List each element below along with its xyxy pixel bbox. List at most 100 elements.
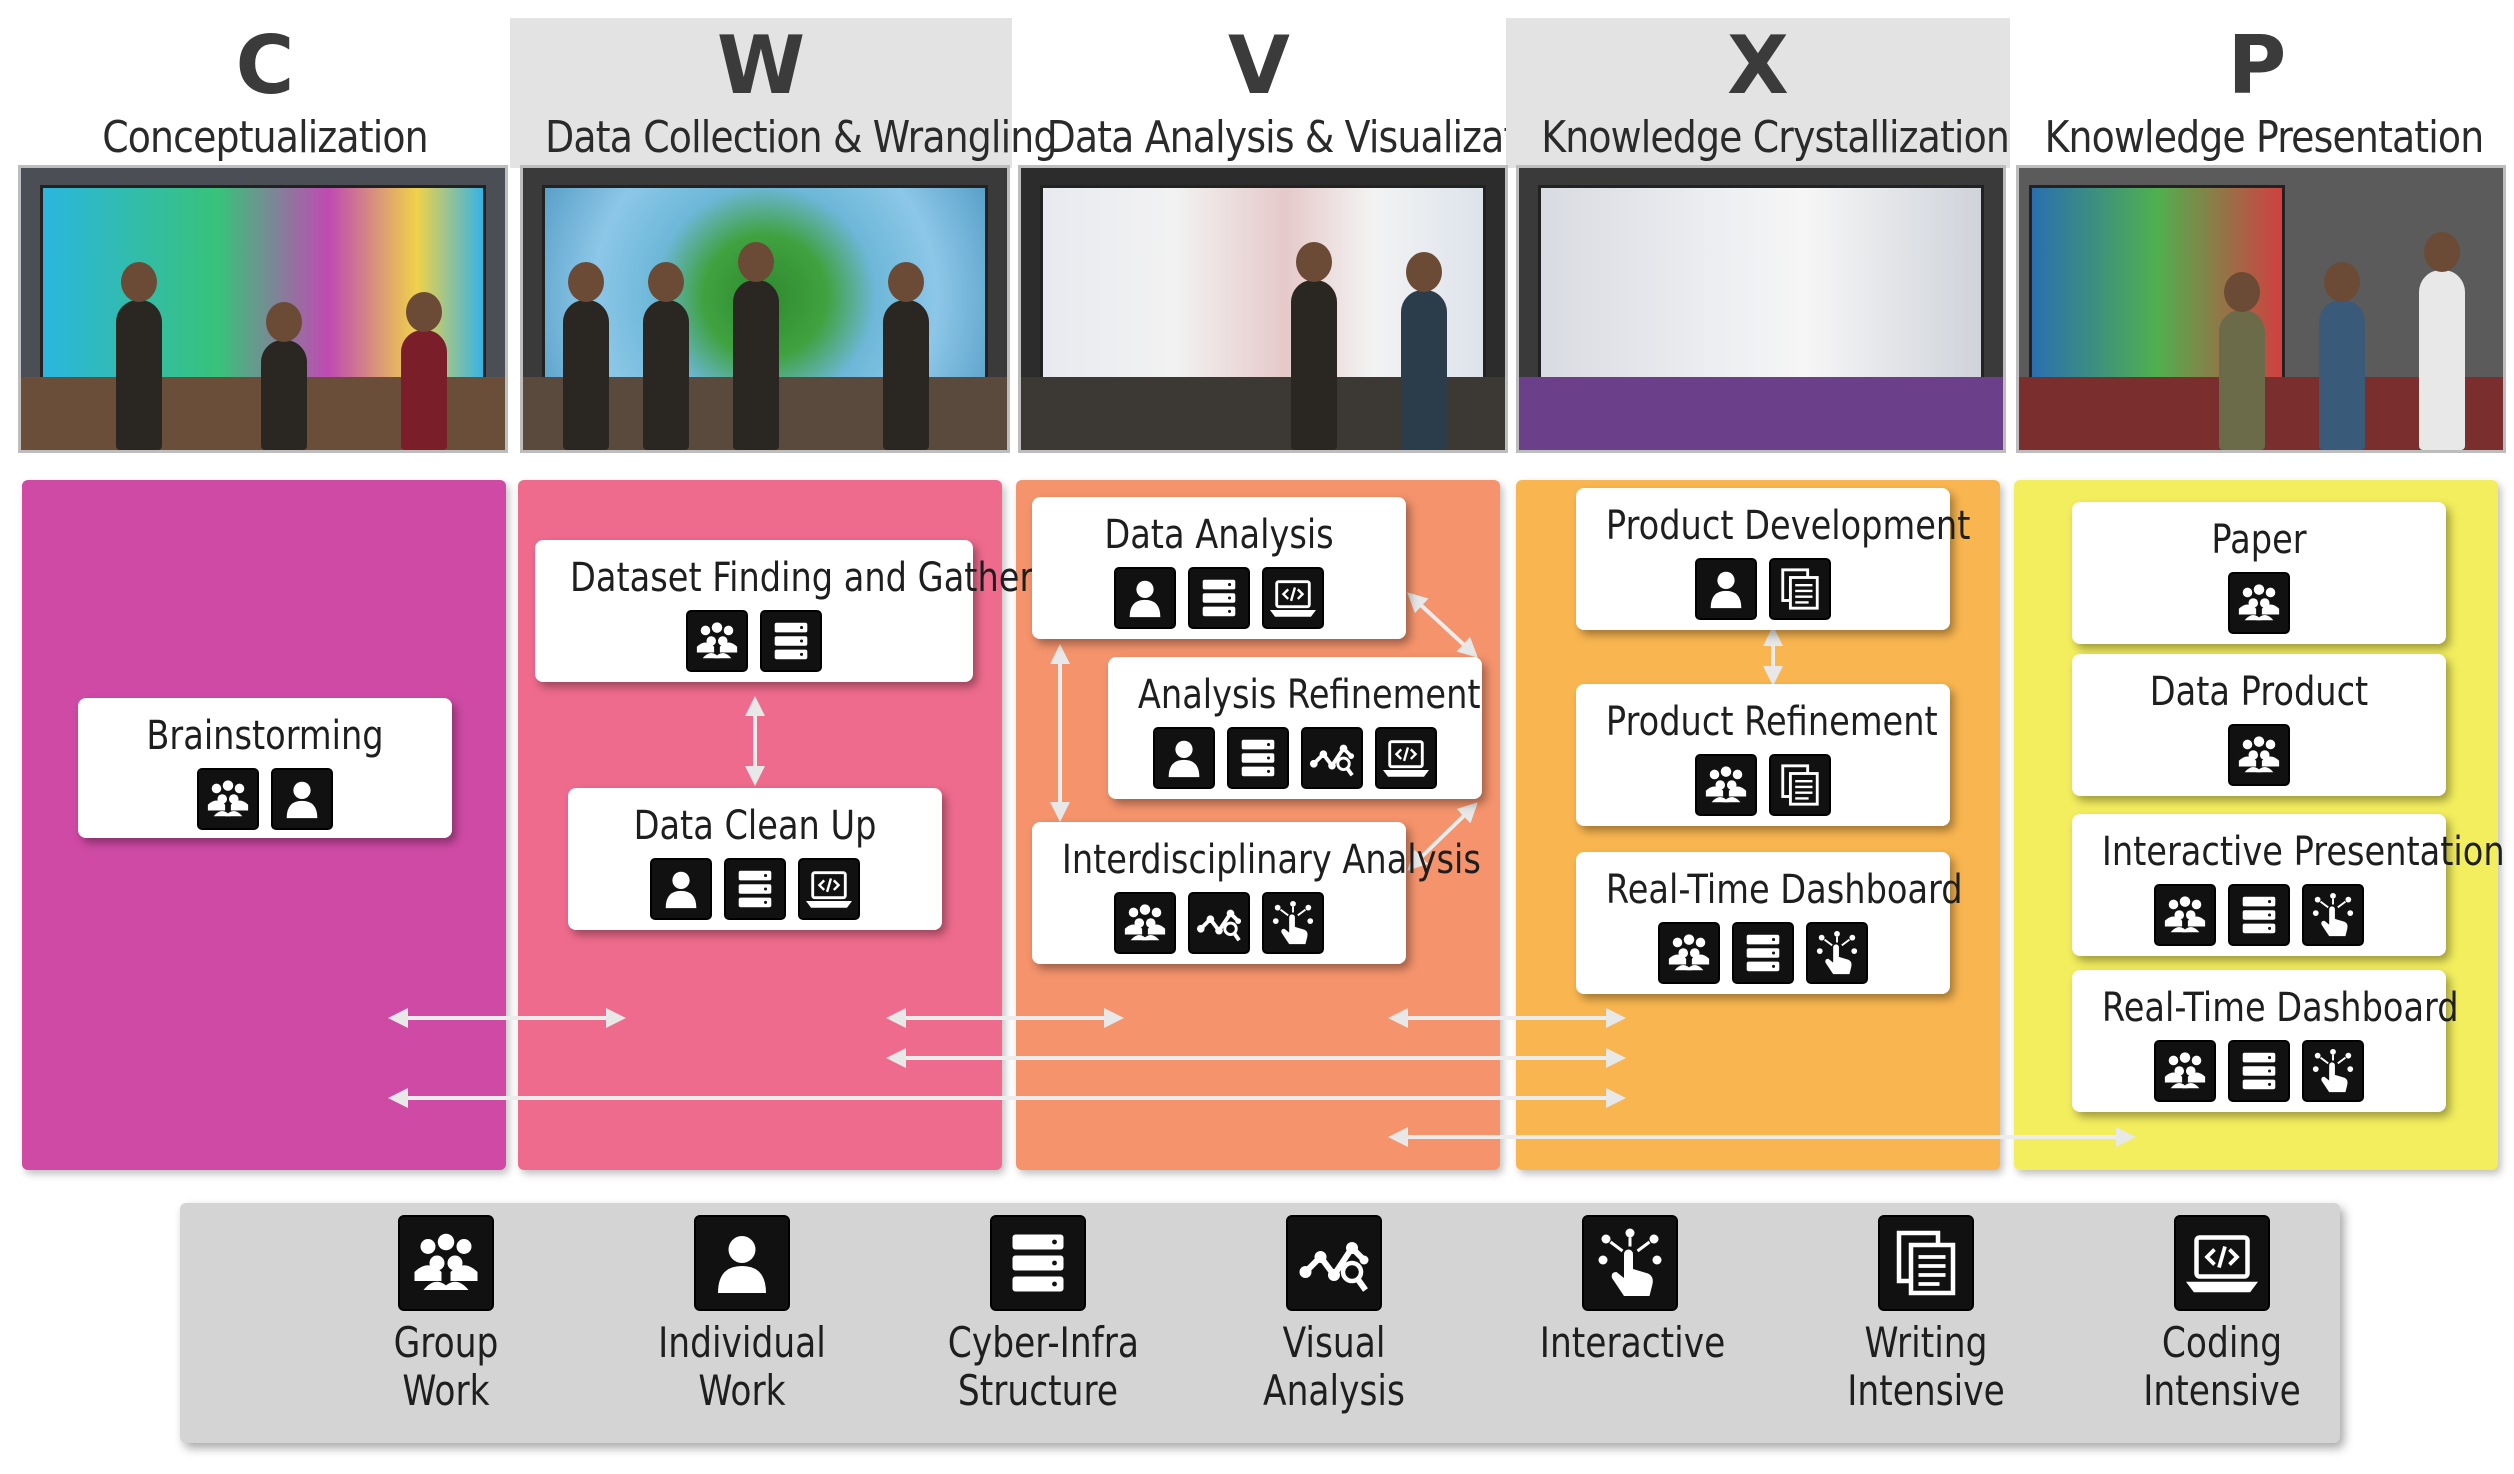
stage-header-v: V Data Analysis & Visualization [1012,18,1574,168]
legend-label-line1: Interactive [1539,1318,1726,1367]
individual-work-icon [271,768,333,830]
group-work-icon [2228,572,2290,634]
activity-title: Interdisciplinary Analysis [1061,837,1481,883]
activity-title: Dataset Finding and Gathering [570,555,1086,601]
photo-data-analysis [1018,165,1508,453]
activity-icons [1576,558,1950,620]
individual-work-icon [650,858,712,920]
legend-item-group-work: Group Work [336,1215,556,1415]
activity-data-analysis: Data Analysis [1032,497,1406,639]
visual-analysis-icon [1188,892,1250,954]
interactive-icon [1806,922,1868,984]
cyber-infrastructure-icon [760,610,822,672]
legend-label-line1: Individual [658,1318,826,1367]
arrow-analysis-refinement [1407,592,1478,658]
group-work-icon [2228,724,2290,786]
group-work-icon [398,1215,494,1311]
interactive-icon [2302,884,2364,946]
stage-letter: V [1228,19,1290,112]
legend-item-cyber-infrastructure: Cyber-Infra Structure [928,1215,1148,1415]
activity-title: Product Refinement [1605,699,1938,745]
interactive-icon [2302,1040,2364,1102]
cyber-infrastructure-icon [2228,884,2290,946]
cyber-infrastructure-icon [990,1215,1086,1311]
activity-icons [1032,567,1406,629]
coding-intensive-icon [798,858,860,920]
activity-title: Data Product [2149,669,2369,715]
legend-label-line2: Work [698,1366,786,1415]
activity-data-clean-up: Data Clean Up [568,788,942,930]
group-work-icon [1658,922,1720,984]
activity-icons [2072,572,2446,634]
writing-intensive-icon [1769,754,1831,816]
activity-title: Data Analysis [1104,512,1334,558]
legend-label-line1: Visual [1282,1318,1386,1367]
coding-intensive-icon [2174,1215,2270,1311]
activity-icons [1576,754,1950,816]
legend-label-line1: Writing [1864,1318,1988,1367]
coding-intensive-icon [1262,567,1324,629]
stage-letter: P [2227,19,2287,112]
legend-label-line2: Intensive [1847,1366,2005,1415]
legend-label-line1: Cyber-Infra [947,1318,1140,1367]
cyber-infrastructure-icon [1732,922,1794,984]
legend-label-line1: Coding [2161,1318,2283,1367]
legend-label-line1: Group [393,1318,499,1367]
legend-item-visual-analysis: Visual Analysis [1224,1215,1444,1415]
stage-header-p: P Knowledge Presentation [2010,18,2504,168]
activity-icons [78,768,452,830]
interactive-icon [1582,1215,1678,1311]
group-work-icon [1114,892,1176,954]
activity-title: Analysis Refinement [1137,672,1481,718]
activity-icons [2072,884,2446,946]
stage-name: Conceptualization [102,112,428,163]
group-work-icon [197,768,259,830]
stage-header-x: X Knowledge Crystallization [1506,18,2010,168]
activity-title: Real-Time Dashboard [1605,867,1963,913]
activity-icons [1576,922,1950,984]
activity-title: Brainstorming [146,713,384,759]
group-work-icon [2154,1040,2216,1102]
activity-product-development: Product Development [1576,488,1970,630]
group-work-icon [686,610,748,672]
activity-icons [535,610,973,672]
interactive-icon [1262,892,1324,954]
activity-icons [1108,727,1482,789]
writing-intensive-icon [1878,1215,1974,1311]
activity-interdisciplinary-analysis: Interdisciplinary Analysis [1032,822,1481,964]
arrow-interdisciplinary-refinement [1407,802,1478,871]
individual-work-icon [694,1215,790,1311]
cyber-infrastructure-icon [2228,1040,2290,1102]
activity-analysis-refinement: Analysis Refinement [1108,657,1482,799]
legend-item-coding-intensive: Coding Intensive [2112,1215,2332,1415]
legend-label-line2: Structure [957,1366,1119,1415]
photo-knowledge-presentation [2016,165,2506,453]
stage-header-c: C Conceptualization [20,18,510,168]
legend-item-interactive: Interactive [1520,1215,1740,1367]
legend-item-writing-intensive: Writing Intensive [1816,1215,2036,1415]
cyber-infrastructure-icon [1188,567,1250,629]
photo-knowledge-crystallization [1516,165,2006,453]
activity-interactive-presentation: Interactive Presentation [2072,814,2505,956]
photo-data-wrangling [520,165,1010,453]
group-work-icon [1695,754,1757,816]
legend-label-line2: Work [402,1366,490,1415]
stage-name: Data Collection & Wrangling [545,112,1057,163]
activity-icons [568,858,942,920]
visual-analysis-icon [1286,1215,1382,1311]
visual-analysis-icon [1301,727,1363,789]
individual-work-icon [1114,567,1176,629]
photo-conceptualization [18,165,508,453]
activity-data-product: Data Product [2072,654,2446,796]
cyber-infrastructure-icon [1227,727,1289,789]
activity-realtime-dashboard-x: Real-Time Dashboard [1576,852,1963,994]
activity-title: Paper [2211,517,2307,563]
activity-title: Interactive Presentation [2101,829,2505,875]
icon-legend: Group Work Individual Work Cyber-Infra S… [180,1203,2340,1443]
activity-paper: Paper [2072,502,2446,644]
activity-icons [2072,724,2446,786]
individual-work-icon [1153,727,1215,789]
activity-product-refinement: Product Refinement [1576,684,1950,826]
stage-letter: W [716,19,806,112]
